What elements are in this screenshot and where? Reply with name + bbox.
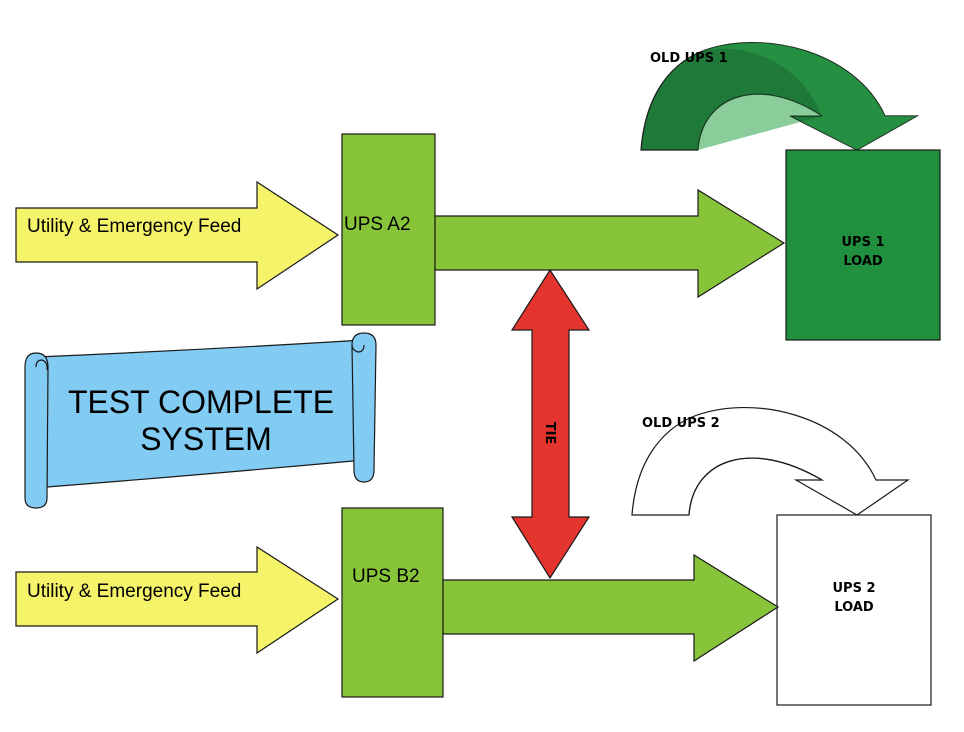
top-feed-arrow: [15, 180, 340, 291]
bottom-feed-arrow: [15, 545, 340, 655]
bottom-output-arrow: [442, 553, 780, 663]
top-feed-label: Utility & Emergency Feed: [27, 216, 241, 237]
ups-1-load-line1: UPS 1: [841, 235, 884, 250]
ups-a2-label: UPS A2: [344, 214, 411, 235]
ups-2-load-line2: LOAD: [834, 600, 874, 615]
ups-1-load-box: [785, 149, 941, 341]
ups-b2-label: UPS B2: [352, 566, 420, 587]
banner-line-1: TEST COMPLETE: [68, 384, 334, 420]
ups-2-load-line1: UPS 2: [832, 581, 875, 596]
old-ups-2-curved-arrow: [631, 406, 910, 516]
old-ups-2-label: OLD UPS 2: [642, 416, 720, 431]
banner-line-2: SYSTEM: [140, 421, 272, 457]
ups-a2-box: [341, 133, 436, 326]
ups-2-load-box: [776, 514, 932, 706]
ups-b2-box: [341, 507, 444, 698]
old-ups-1-curved-arrow: [640, 41, 920, 151]
tie-double-arrow: [510, 268, 591, 580]
tie-label: TIE: [542, 422, 557, 445]
old-ups-1-label: OLD UPS 1: [650, 51, 728, 66]
test-complete-banner: [24, 332, 377, 509]
ups-1-load-line2: LOAD: [843, 254, 883, 269]
top-output-arrow: [434, 188, 786, 299]
bottom-feed-label: Utility & Emergency Feed: [27, 581, 241, 602]
